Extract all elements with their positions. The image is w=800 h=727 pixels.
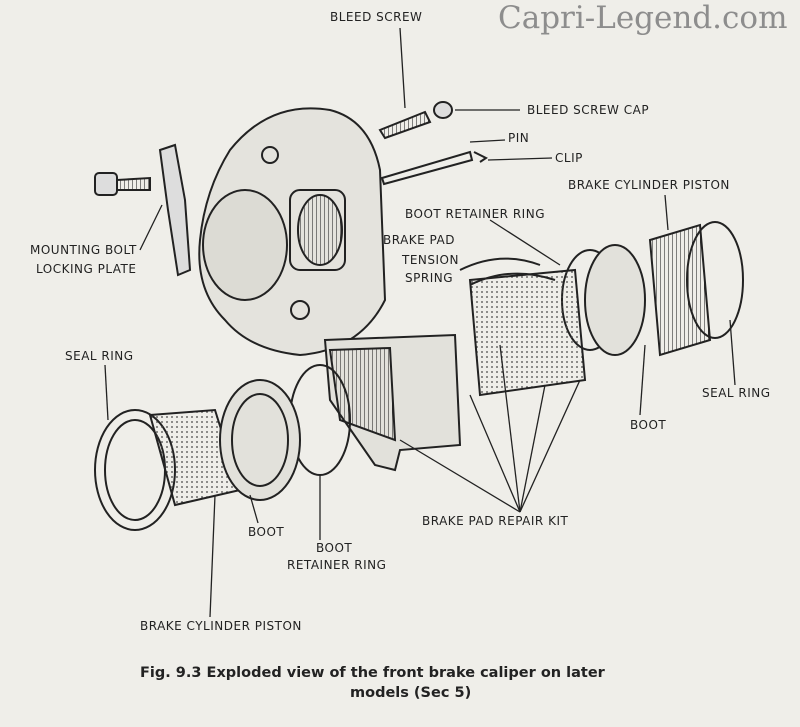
label-bleed-screw-cap: BLEED SCREW CAP bbox=[527, 103, 650, 117]
locking-plate bbox=[158, 143, 192, 277]
clip bbox=[473, 151, 488, 163]
figure-caption-line-1: Fig. 9.3 Exploded view of the front brak… bbox=[140, 665, 605, 681]
label-boot-retainer-ring-bottom-1: BOOT bbox=[316, 541, 353, 555]
label-mounting-bolt: MOUNTING BOLT bbox=[30, 243, 137, 257]
label-brake-cylinder-piston-right: BRAKE CYLINDER PISTON bbox=[568, 178, 730, 192]
label-bleed-screw: BLEED SCREW bbox=[330, 10, 423, 24]
label-boot-retainer-ring-bottom-2: RETAINER RING bbox=[287, 558, 387, 572]
label-brake-pad-tension-spring-1: BRAKE PAD bbox=[383, 233, 455, 247]
tension-spring bbox=[459, 257, 556, 286]
label-brake-pad-tension-spring-3: SPRING bbox=[405, 271, 454, 285]
seal-ring-right bbox=[686, 221, 744, 339]
leader-lines bbox=[104, 27, 736, 618]
label-pin: PIN bbox=[508, 131, 530, 145]
figure-caption-line-2: models (Sec 5) bbox=[350, 685, 472, 701]
label-brake-pad-tension-spring-2: TENSION bbox=[402, 253, 459, 267]
label-seal-ring-left: SEAL RING bbox=[65, 349, 134, 363]
brake-pad-inner bbox=[468, 268, 587, 397]
bleed-screw bbox=[378, 110, 432, 140]
brake-cylinder-piston-right bbox=[648, 223, 712, 357]
bleed-screw-cap bbox=[433, 101, 453, 119]
watermark: Capri-Legend.com bbox=[498, 0, 788, 36]
label-brake-pad-repair-kit: BRAKE PAD REPAIR KIT bbox=[422, 514, 569, 528]
label-seal-ring-right: SEAL RING bbox=[702, 386, 771, 400]
boot-left bbox=[219, 379, 301, 501]
label-boot-left: BOOT bbox=[248, 525, 285, 539]
mounting-bolt bbox=[94, 172, 151, 196]
label-brake-cylinder-piston-left: BRAKE CYLINDER PISTON bbox=[140, 619, 302, 633]
label-locking-plate: LOCKING PLATE bbox=[36, 262, 137, 276]
caliper-body bbox=[198, 107, 387, 357]
boot-right bbox=[584, 244, 646, 356]
label-boot-retainer-ring-top: BOOT RETAINER RING bbox=[405, 207, 545, 221]
label-clip: CLIP bbox=[555, 151, 583, 165]
pin bbox=[380, 150, 474, 186]
label-boot-right: BOOT bbox=[630, 418, 667, 432]
